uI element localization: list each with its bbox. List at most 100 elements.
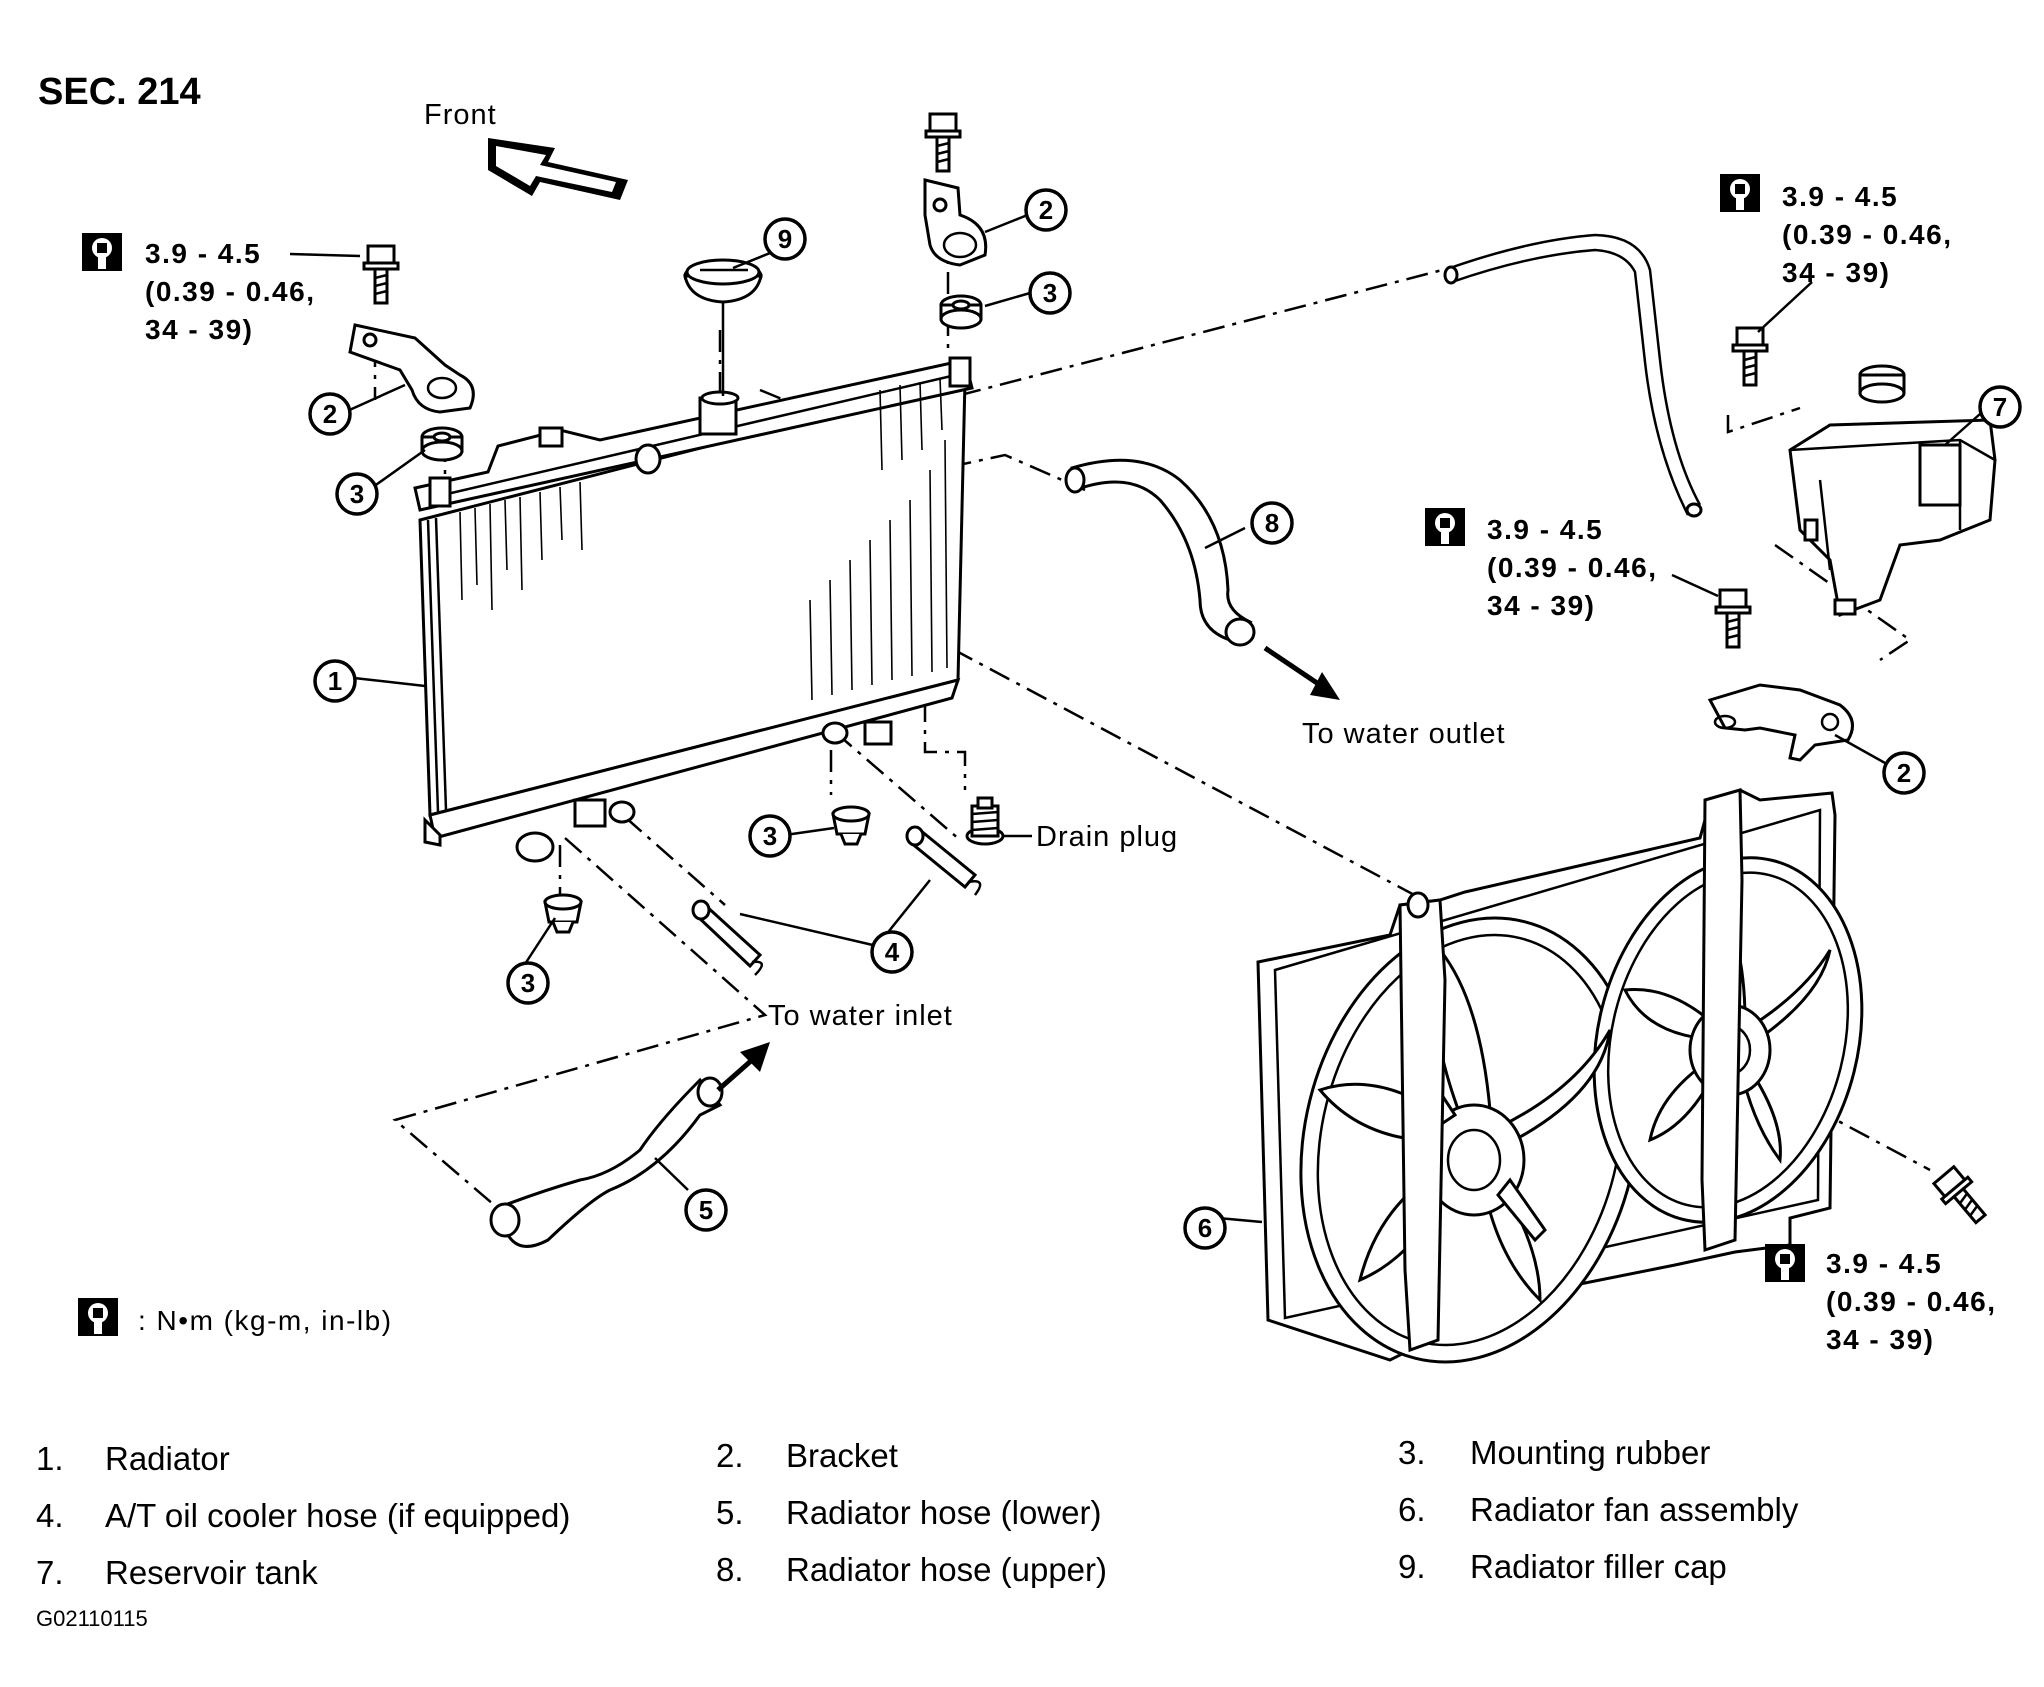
mounting-rubber-bottom-center (831, 805, 871, 846)
bolt-fan-shroud (1929, 1162, 1996, 1232)
svg-text:Radiator hose (upper): Radiator hose (upper) (786, 1551, 1107, 1588)
bracket-left (348, 323, 475, 414)
mounting-rubber-top-left (420, 426, 464, 462)
callout-7: 7 (1978, 385, 2022, 429)
radiator (413, 356, 974, 863)
svg-text:Radiator fan assembly: Radiator fan assembly (1470, 1491, 1799, 1528)
legend-item: 3. Mounting rubber (1398, 1434, 1710, 1471)
legend-item: 6. Radiator fan assembly (1398, 1491, 1799, 1528)
water-outlet-arrow-icon (1263, 645, 1340, 700)
svg-text:1.: 1. (36, 1440, 64, 1477)
svg-text:2: 2 (1039, 195, 1053, 225)
callout-3-bottom: 3 (506, 961, 550, 1005)
torque-inlb: 34 - 39) (1826, 1324, 1935, 1355)
svg-text:Radiator hose (lower): Radiator hose (lower) (786, 1494, 1101, 1531)
torque-inlb: 34 - 39) (1782, 257, 1891, 288)
torque-value: 3.9 - 4.5 (145, 238, 261, 269)
callout-3-top-left: 3 (335, 472, 379, 516)
callout-9: 9 (763, 217, 807, 261)
svg-text:6.: 6. (1398, 1491, 1426, 1528)
bracket-reservoir (1707, 683, 1854, 762)
callout-3-center: 3 (748, 814, 792, 858)
bracket-right-top (923, 178, 988, 267)
torque-value: 3.9 - 4.5 (1782, 181, 1898, 212)
callout-2-top: 2 (1024, 188, 1068, 232)
reservoir-tank (1788, 364, 1997, 618)
torque-kgm: (0.39 - 0.46, (1487, 552, 1657, 583)
water-inlet-label: To water inlet (768, 1000, 953, 1032)
svg-text:Bracket: Bracket (786, 1437, 898, 1474)
radiator-fins (459, 377, 948, 701)
svg-text:6: 6 (1198, 1213, 1212, 1243)
svg-text:2: 2 (323, 399, 337, 429)
svg-text:7: 7 (1993, 392, 2007, 422)
svg-text:5: 5 (699, 1195, 713, 1225)
reservoir-overflow-hose (1443, 233, 1703, 518)
callout-6: 6 (1183, 1206, 1227, 1250)
callout-1: 1 (313, 659, 357, 703)
svg-text:3: 3 (1043, 278, 1057, 308)
svg-text:Mounting rubber: Mounting rubber (1470, 1434, 1710, 1471)
figure-id: G02110115 (36, 1606, 148, 1631)
radiator-hose-upper (1064, 458, 1256, 647)
legend-item: 7. Reservoir tank (36, 1554, 318, 1591)
svg-text:4.: 4. (36, 1497, 64, 1534)
svg-text:5.: 5. (716, 1494, 744, 1531)
torque-value: 3.9 - 4.5 (1826, 1248, 1942, 1279)
legend-item: 5. Radiator hose (lower) (716, 1494, 1101, 1531)
svg-text:8.: 8. (716, 1551, 744, 1588)
bolt-right-bracket (924, 112, 962, 173)
torque-spec-top-right: 3.9 - 4.5 (0.39 - 0.46, 34 - 39) (1720, 174, 1952, 333)
svg-text:8: 8 (1265, 508, 1279, 538)
bolt-reservoir-tank (1731, 326, 1769, 387)
bolt-reservoir-bracket (1714, 588, 1752, 649)
torque-kgm: (0.39 - 0.46, (145, 276, 315, 307)
svg-text:Reservoir tank: Reservoir tank (105, 1554, 318, 1591)
torque-spec-left: 3.9 - 4.5 (0.39 - 0.46, 34 - 39) (82, 233, 361, 345)
svg-text:A/T oil cooler hose (if equipp: A/T oil cooler hose (if equipped) (105, 1497, 570, 1534)
svg-text:9.: 9. (1398, 1548, 1426, 1585)
svg-text:9: 9 (778, 224, 792, 254)
svg-text:4: 4 (885, 937, 900, 967)
torque-inlb: 34 - 39) (1487, 590, 1596, 621)
torque-wrench-icon (1765, 1244, 1805, 1282)
callout-3-top-right: 3 (1028, 271, 1072, 315)
torque-spec-mid-right: 3.9 - 4.5 (0.39 - 0.46, 34 - 39) (1425, 508, 1719, 621)
callout-8: 8 (1250, 501, 1294, 545)
front-direction-label: Front (424, 99, 497, 131)
torque-units-key: : N•m (kg-m, in-lb) (78, 1298, 393, 1336)
parts-legend: 1. Radiator 2. Bracket 3. Mounting rubbe… (36, 1434, 1799, 1591)
front-arrow-icon (488, 138, 628, 200)
svg-text:3: 3 (521, 968, 535, 998)
torque-wrench-icon (1720, 174, 1760, 212)
svg-text:3.: 3. (1398, 1434, 1426, 1471)
torque-wrench-icon (82, 233, 122, 271)
legend-item: 9. Radiator filler cap (1398, 1548, 1727, 1585)
legend-item: 1. Radiator (36, 1440, 230, 1477)
bolt-left-bracket (362, 244, 400, 305)
torque-kgm: (0.39 - 0.46, (1826, 1286, 1996, 1317)
svg-text:3: 3 (763, 821, 777, 851)
torque-value: 3.9 - 4.5 (1487, 514, 1603, 545)
callout-4: 4 (870, 930, 914, 974)
oil-cooler-hoses (691, 825, 982, 976)
drain-plug-label: Drain plug (1036, 821, 1178, 853)
radiator-hose-lower (489, 1076, 724, 1248)
legend-item: 4. A/T oil cooler hose (if equipped) (36, 1497, 570, 1534)
torque-units-note: : N•m (kg-m, in-lb) (138, 1305, 393, 1336)
radiator-fan-assembly (1256, 788, 1864, 1364)
torque-kgm: (0.39 - 0.46, (1782, 219, 1952, 250)
legend-item: 8. Radiator hose (upper) (716, 1551, 1107, 1588)
water-inlet-arrow-icon (716, 1042, 770, 1092)
torque-wrench-icon (78, 1298, 118, 1336)
svg-text:Radiator filler cap: Radiator filler cap (1470, 1548, 1727, 1585)
callout-2-left: 2 (308, 392, 352, 436)
svg-text:7.: 7. (36, 1554, 64, 1591)
mounting-rubber-top-right (939, 294, 983, 330)
svg-text:2.: 2. (716, 1437, 744, 1474)
water-outlet-label: To water outlet (1302, 718, 1506, 750)
svg-text:1: 1 (328, 666, 342, 696)
callout-5: 5 (684, 1188, 728, 1232)
legend-item: 2. Bracket (716, 1437, 898, 1474)
